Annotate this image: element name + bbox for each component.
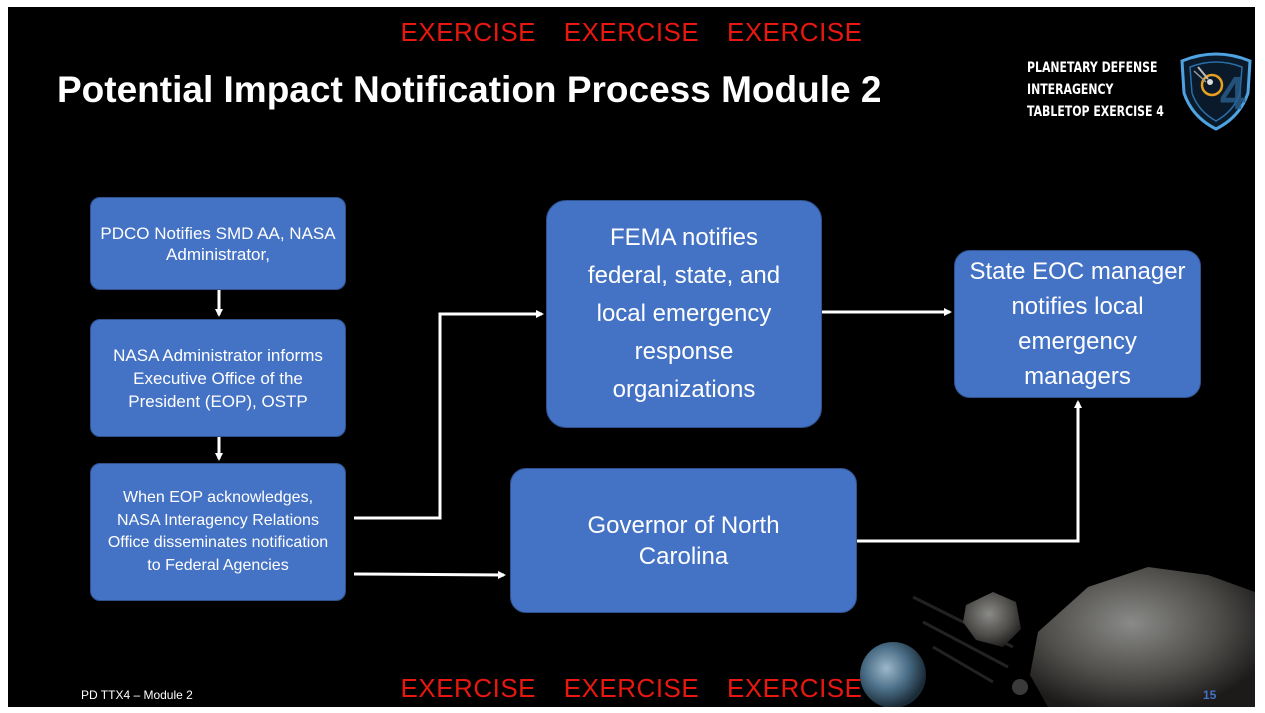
- node-text: When EOP acknowledges, NASA Interagency …: [107, 489, 329, 574]
- logo-line: INTERAGENCY: [1027, 82, 1114, 98]
- footer-module-label: PD TTX4 – Module 2: [81, 688, 193, 702]
- tiny-asteroid-image: [1012, 679, 1028, 695]
- arrow-governor-to-state-eoc: [857, 400, 1082, 543]
- flow-arrows: [215, 290, 1082, 579]
- node-text: FEMA notifies federal, state, and local …: [587, 224, 781, 403]
- arrow-eop-to-governor: [353, 570, 506, 579]
- node-governor: Governor of North Carolina: [510, 468, 857, 613]
- slide: EXERCISE EXERCISE EXERCISE Potential Imp…: [8, 7, 1255, 707]
- exercise-label: EXERCISE: [400, 17, 537, 47]
- svg-text:4: 4: [1220, 67, 1246, 119]
- node-text: NASA Administrator informs Executive Off…: [113, 345, 323, 411]
- node-eop-acknowledges: When EOP acknowledges, NASA Interagency …: [90, 463, 346, 601]
- logo-text: PLANETARY DEFENSE INTERAGENCY TABLETOP E…: [1027, 57, 1164, 123]
- exercise-banner-bottom: EXERCISE EXERCISE EXERCISE: [8, 673, 1255, 704]
- exercise-label: EXERCISE: [563, 17, 700, 47]
- node-state-eoc: State EOC manager notifies local emergen…: [954, 250, 1201, 398]
- logo-line: TABLETOP EXERCISE 4: [1027, 104, 1164, 120]
- page-number: 15: [1203, 688, 1217, 702]
- asteroid-shield-icon: 4: [1180, 52, 1252, 131]
- slide-title: Potential Impact Notification Process Mo…: [57, 69, 882, 110]
- node-text: Governor of North Carolina: [587, 511, 780, 570]
- node-text: State EOC manager notifies local emergen…: [969, 258, 1186, 390]
- exercise-banner-top: EXERCISE EXERCISE EXERCISE: [8, 17, 1255, 48]
- node-fema-notifies: FEMA notifies federal, state, and local …: [546, 200, 822, 428]
- space-decoration: [860, 567, 1255, 707]
- node-pdco-notifies: PDCO Notifies SMD AA, NASA Administrator…: [90, 197, 346, 290]
- small-asteroid-image: [963, 592, 1021, 647]
- exercise-label: EXERCISE: [726, 17, 863, 47]
- large-asteroid-image: [1030, 567, 1255, 707]
- logo-line: PLANETARY DEFENSE: [1027, 60, 1158, 76]
- node-text: PDCO Notifies SMD AA, NASA Administrator…: [100, 223, 336, 264]
- exercise-label: EXERCISE: [400, 673, 537, 703]
- earth-image: [860, 642, 926, 707]
- exercise-label: EXERCISE: [726, 673, 863, 703]
- arrow-eop-to-fema: [354, 310, 544, 520]
- exercise-label: EXERCISE: [563, 673, 700, 703]
- node-nasa-administrator: NASA Administrator informs Executive Off…: [90, 319, 346, 437]
